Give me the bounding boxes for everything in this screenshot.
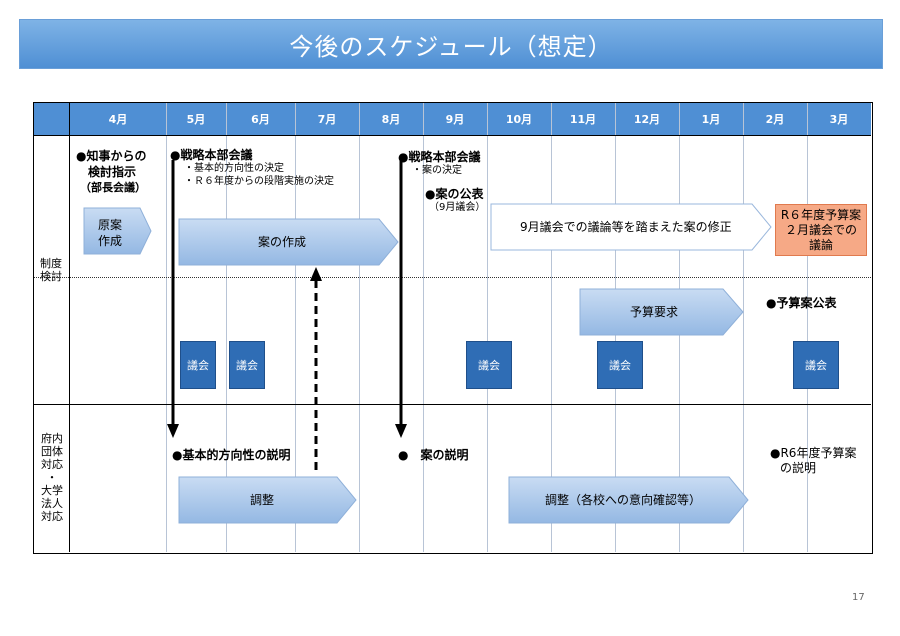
event-kouhyou: ●案の公表 （9月議会）	[425, 187, 486, 213]
arrow-an-sakusei	[178, 218, 399, 266]
month-sep: 9月	[445, 113, 465, 126]
grid-vline	[423, 103, 424, 552]
arrow-shusei	[490, 203, 772, 251]
month-jan: 1月	[701, 113, 721, 126]
grid-vline	[551, 103, 552, 552]
page-number: 17	[852, 592, 865, 603]
event-r6-setsumei: ●R6年度予算案 の説明	[770, 446, 857, 475]
grid-vline	[743, 103, 744, 552]
month-jun: 6月	[251, 113, 270, 126]
gikai-box-feb: 議会	[793, 341, 839, 389]
month-nov: 11月	[569, 113, 597, 126]
month-header-band	[34, 103, 871, 135]
note-r6-yosan: R６年度予算案 ２月議会での 議論	[775, 204, 867, 256]
schedule-grid	[33, 102, 873, 554]
gikai-box-sep: 議会	[466, 341, 512, 389]
month-dec: 12月	[633, 113, 661, 126]
row-label-futai: 府内団体対応 ・大学法人 対応	[41, 432, 63, 523]
grid-vline	[166, 103, 167, 552]
label-an-sakusei: 案の作成	[258, 235, 307, 249]
grid-vline	[295, 103, 296, 552]
label-yosan-youkyu: 予算要求	[630, 305, 679, 319]
label-column-divider	[69, 103, 70, 552]
arrow-gen-an	[83, 207, 152, 255]
label-shusei: 9月議会での議論等を踏まえた案の修正	[520, 220, 732, 234]
gikai-box-may: 議会	[180, 341, 216, 389]
month-feb: 2月	[765, 113, 785, 126]
event-senryaku-2: ●戦略本部会議 ・案の決定	[398, 150, 481, 176]
section-divider	[34, 404, 871, 405]
month-mar: 3月	[829, 113, 849, 126]
month-jul: 7月	[317, 113, 337, 126]
arrow-chousei-2	[508, 476, 749, 524]
grid-vline	[487, 103, 488, 552]
label-gen-an: 原案作成	[98, 218, 123, 248]
month-may: 5月	[186, 113, 206, 126]
slide-title: 今後のスケジュール（想定）	[289, 32, 613, 61]
gikai-box-jun: 議会	[229, 341, 265, 389]
month-aug: 8月	[381, 113, 401, 126]
gikai-box-dec: 議会	[597, 341, 643, 389]
slide-title-bar: 今後のスケジュール（想定）	[19, 19, 883, 69]
event-yosan-kouhyou: ●予算案公表	[766, 296, 837, 310]
grid-vline	[807, 103, 808, 552]
grid-vline	[226, 103, 227, 552]
header-bottom-line	[34, 135, 871, 136]
label-chousei-2: 調整（各校への意向確認等）	[545, 493, 702, 507]
arrow-yosan-youkyu	[579, 288, 744, 336]
label-chousei-1: 調整	[250, 493, 275, 507]
row-dotted-divider	[34, 277, 871, 278]
event-senryaku-1: ●戦略本部会議 ・基本的方向性の決定 ・Ｒ６年度からの段階実施の決定	[170, 148, 334, 187]
event-kihon-setsumei: ●基本的方向性の説明	[172, 448, 291, 462]
month-apr: 4月	[108, 113, 128, 126]
arrow-chousei-1	[178, 476, 357, 524]
month-oct: 10月	[505, 113, 533, 126]
event-chiji: ●知事からの 検討指示 （部長会議）	[76, 149, 147, 194]
row-label-seido: 制度検討	[40, 257, 62, 283]
event-an-setsumei: ● 案の説明	[398, 448, 469, 462]
grid-vline	[359, 103, 360, 552]
